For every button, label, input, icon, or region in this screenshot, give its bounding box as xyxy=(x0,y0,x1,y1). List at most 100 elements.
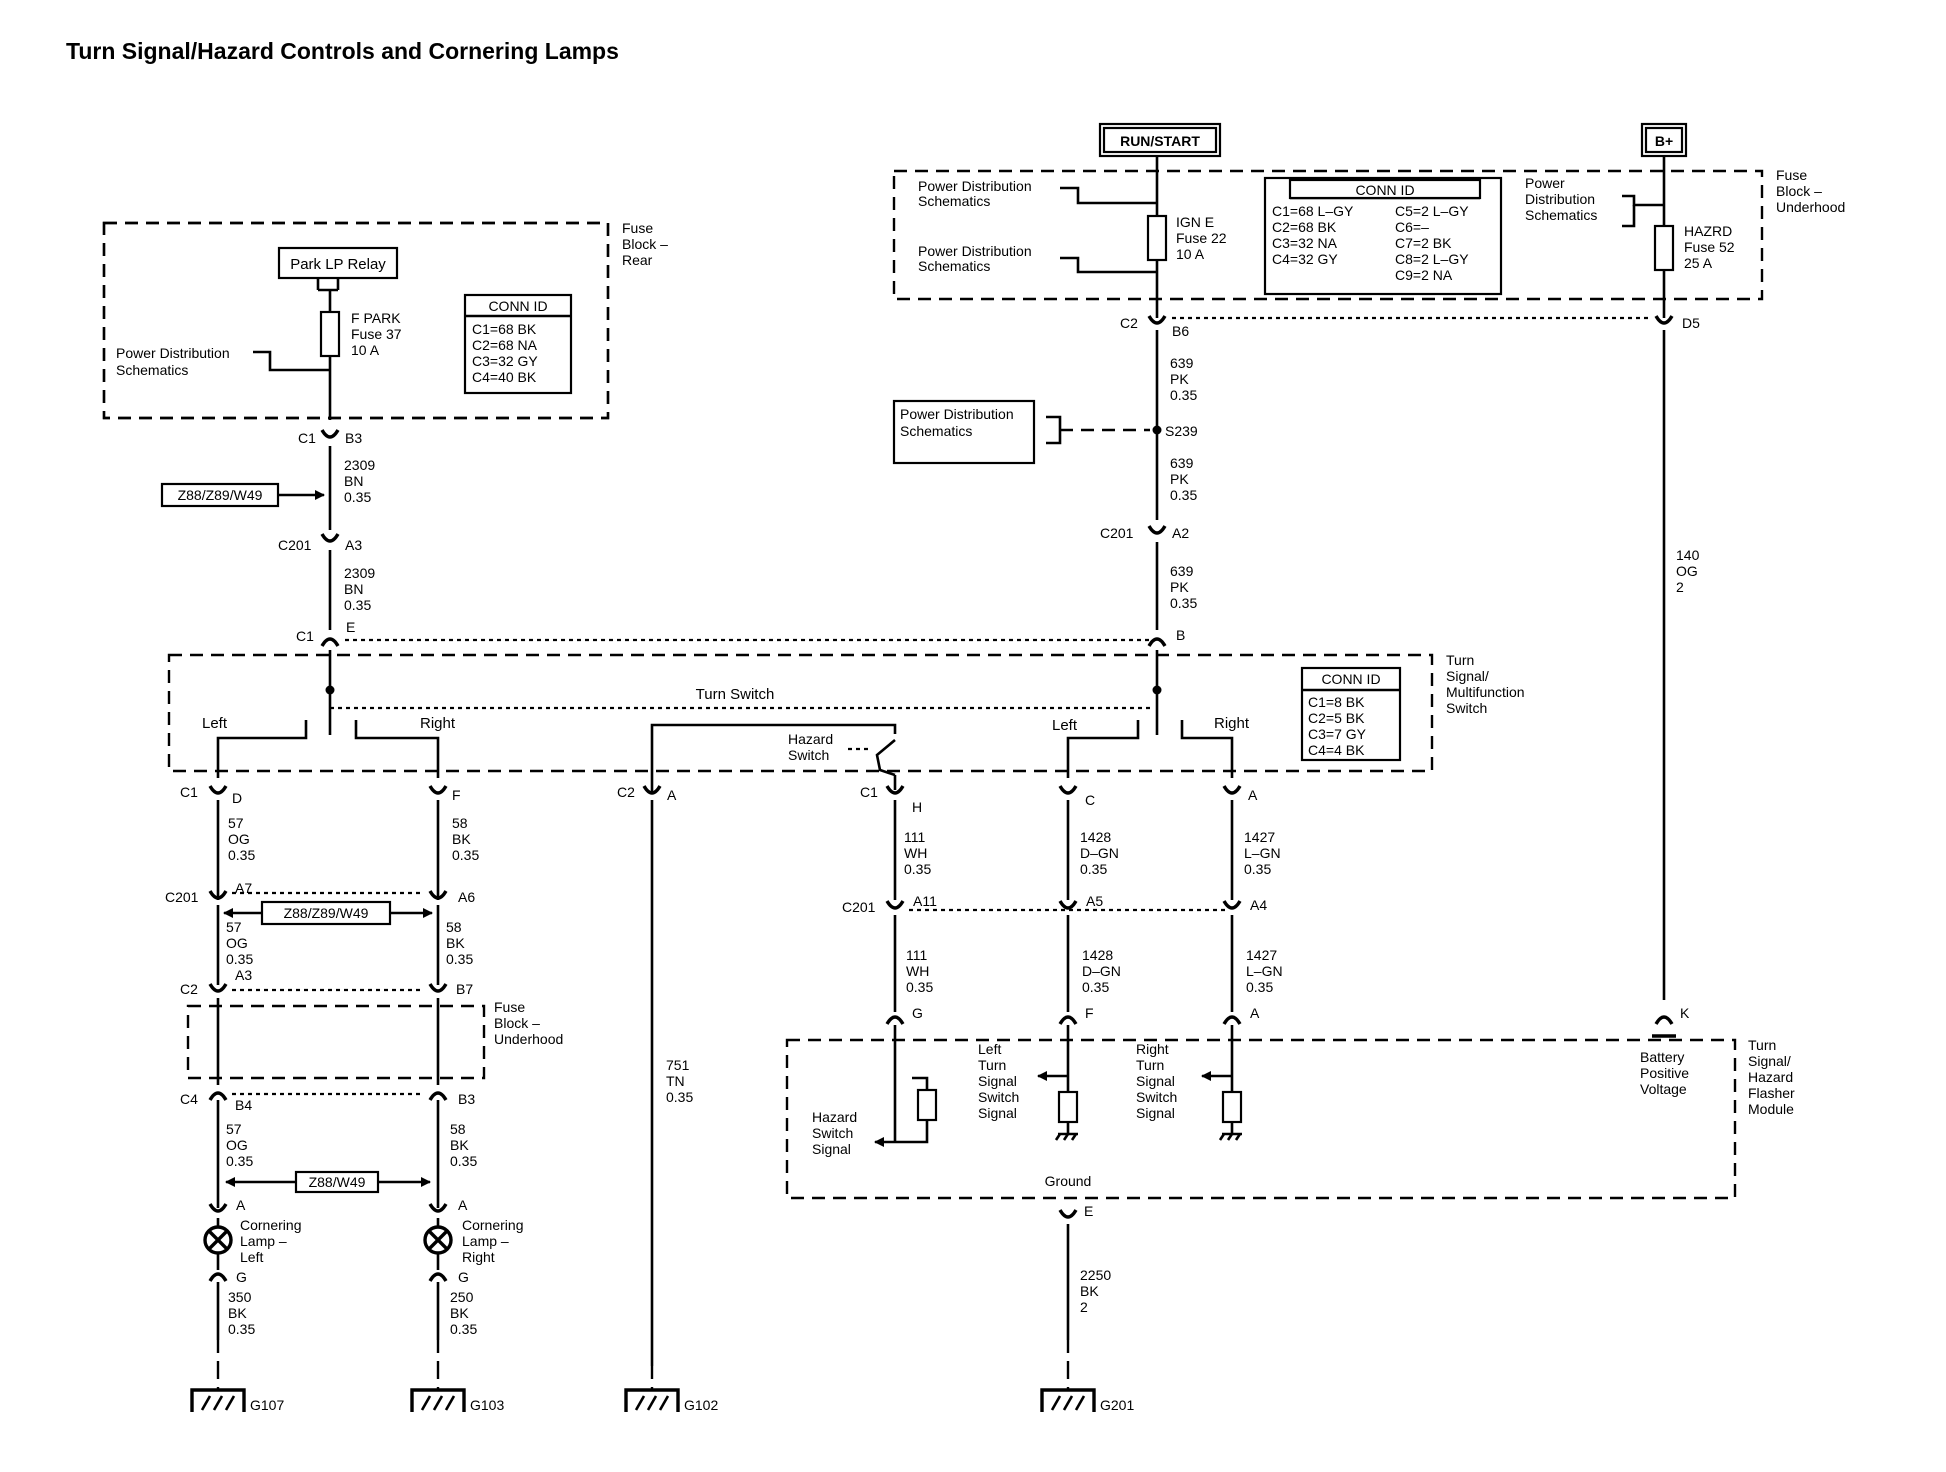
ign-e-fuse-label: Fuse 22 xyxy=(1176,230,1227,246)
flasher-module-label: Signal/ xyxy=(1748,1053,1791,1069)
fuse-block-underhood-small-label: Underhood xyxy=(494,1031,563,1047)
wire-57: 0.35 xyxy=(226,1153,253,1169)
wire-2309: 2309 xyxy=(344,457,375,473)
connector-symbol xyxy=(208,983,228,993)
ground-hatch xyxy=(224,1395,236,1411)
fuse-block-underhood xyxy=(892,169,1764,301)
wire-140: OG xyxy=(1676,563,1698,579)
connector-symbol xyxy=(428,1091,448,1101)
turn-switch-label: Turn Switch xyxy=(696,686,775,703)
wire-58: BK xyxy=(452,831,471,847)
wire-2309: BN xyxy=(344,473,363,489)
fuse-block-underhood-small xyxy=(186,1004,486,1080)
wire-58: 0.35 xyxy=(450,1153,477,1169)
right-turn-signal-label: Turn xyxy=(1136,1057,1164,1073)
wire-751: 0.35 xyxy=(666,1089,693,1105)
wire-1427: 0.35 xyxy=(1244,861,1271,877)
cornering-lamp-left-label: Cornering xyxy=(240,1217,301,1233)
wire-57: OG xyxy=(226,1137,248,1153)
wire-250: 0.35 xyxy=(450,1321,477,1337)
power-dist-splice-label: Schematics xyxy=(900,423,972,439)
left-turn-signal-label: Signal xyxy=(978,1105,1017,1121)
hazard-switch-label: Hazard xyxy=(788,731,833,747)
wire-57: OG xyxy=(226,935,248,951)
left-turn-signal-label: Left xyxy=(978,1041,1001,1057)
connector-c2: C2 xyxy=(180,981,198,997)
power-dist-2: Power Distribution xyxy=(918,243,1032,259)
hazard-switch-signal-label: Switch xyxy=(812,1125,853,1141)
battery-label: B+ xyxy=(1655,133,1673,149)
pin-c: C xyxy=(1085,792,1095,808)
fuse-symbol xyxy=(1146,214,1168,262)
ground-hatch xyxy=(1050,1395,1062,1411)
conn-id-underhood-title-box xyxy=(1288,178,1482,200)
connector-c1: C1 xyxy=(298,430,316,446)
splice-dot xyxy=(325,685,335,695)
conn-id-entry: C9=2 NA xyxy=(1395,267,1453,283)
ground-label: G102 xyxy=(684,1397,718,1413)
wire-57: 0.35 xyxy=(228,847,255,863)
f-park-fuse-label: 10 A xyxy=(351,342,380,358)
power-dist-3: Power xyxy=(1525,175,1565,191)
hazrd-fuse-label: Fuse 52 xyxy=(1684,239,1735,255)
power-dist-2: Schematics xyxy=(918,258,990,274)
connector-symbol xyxy=(208,785,228,795)
pin-g: G xyxy=(912,1005,923,1021)
hazrd-fuse-label: HAZRD xyxy=(1684,223,1732,239)
power-dist-splice-label: Power Distribution xyxy=(900,406,1014,422)
wire-639: PK xyxy=(1170,371,1189,387)
connector-symbol xyxy=(428,785,448,795)
wire-1427: 0.35 xyxy=(1246,979,1273,995)
wire-1427: 1427 xyxy=(1244,829,1275,845)
cornering-lamp-left-label: Lamp – xyxy=(240,1233,287,1249)
wire-639: 0.35 xyxy=(1170,595,1197,611)
connector-c201: C201 xyxy=(278,537,312,553)
wire-1428: 0.35 xyxy=(1080,861,1107,877)
wire xyxy=(1622,205,1636,228)
pin-b4: B4 xyxy=(235,1097,252,1113)
fuse-block-underhood-small-label: Block – xyxy=(494,1015,540,1031)
lamp-x xyxy=(427,1229,449,1251)
wire xyxy=(1234,1133,1242,1141)
wire-1428: 1428 xyxy=(1080,829,1111,845)
wire-639: 0.35 xyxy=(1170,387,1197,403)
conn-id-entry: C6=– xyxy=(1395,219,1429,235)
resistor-hazard xyxy=(916,1088,938,1122)
right-turn-signal-label: Signal xyxy=(1136,1073,1175,1089)
battery-positive-label: Positive xyxy=(1640,1065,1689,1081)
wire-58: 0.35 xyxy=(446,951,473,967)
connector-symbol xyxy=(1058,1015,1078,1025)
wire-639: 0.35 xyxy=(1170,487,1197,503)
wire xyxy=(216,720,308,778)
wire-1428: 0.35 xyxy=(1082,979,1109,995)
ground-symbol xyxy=(190,1388,246,1412)
connector-symbol xyxy=(1654,1015,1674,1025)
multifunction-switch-label: Signal/ xyxy=(1446,668,1489,684)
conn-id-entry: C3=32 GY xyxy=(472,353,538,369)
ground-hatch xyxy=(634,1395,646,1411)
switch-right-label: Right xyxy=(1214,715,1250,732)
turn-signal-hazard-flasher-module xyxy=(785,1038,1737,1200)
wire xyxy=(650,723,897,793)
conn-id-switch xyxy=(1300,666,1402,762)
wire-57: 57 xyxy=(226,1121,242,1137)
wire-57: OG xyxy=(228,831,250,847)
connector-symbol xyxy=(208,1272,228,1282)
fuse-block-rear-label: Fuse xyxy=(622,220,653,236)
ground-hatch xyxy=(1062,1395,1074,1411)
wire-2250: BK xyxy=(1080,1283,1099,1299)
switch-right-label: Right xyxy=(420,715,456,732)
pin-b3: B3 xyxy=(345,430,362,446)
connector-symbol xyxy=(320,429,340,439)
connector-symbol xyxy=(1058,785,1078,795)
ground-symbol xyxy=(410,1388,466,1412)
flasher-module-label: Flasher xyxy=(1748,1085,1795,1101)
wire-751: TN xyxy=(666,1073,685,1089)
connector-symbol xyxy=(1147,525,1167,535)
connector-c201: C201 xyxy=(1100,525,1134,541)
wire-111: 111 xyxy=(904,829,925,845)
right-turn-signal-label: Right xyxy=(1136,1041,1169,1057)
diagram-title: Turn Signal/Hazard Controls and Cornerin… xyxy=(66,38,619,64)
connector-c2: C2 xyxy=(617,784,635,800)
